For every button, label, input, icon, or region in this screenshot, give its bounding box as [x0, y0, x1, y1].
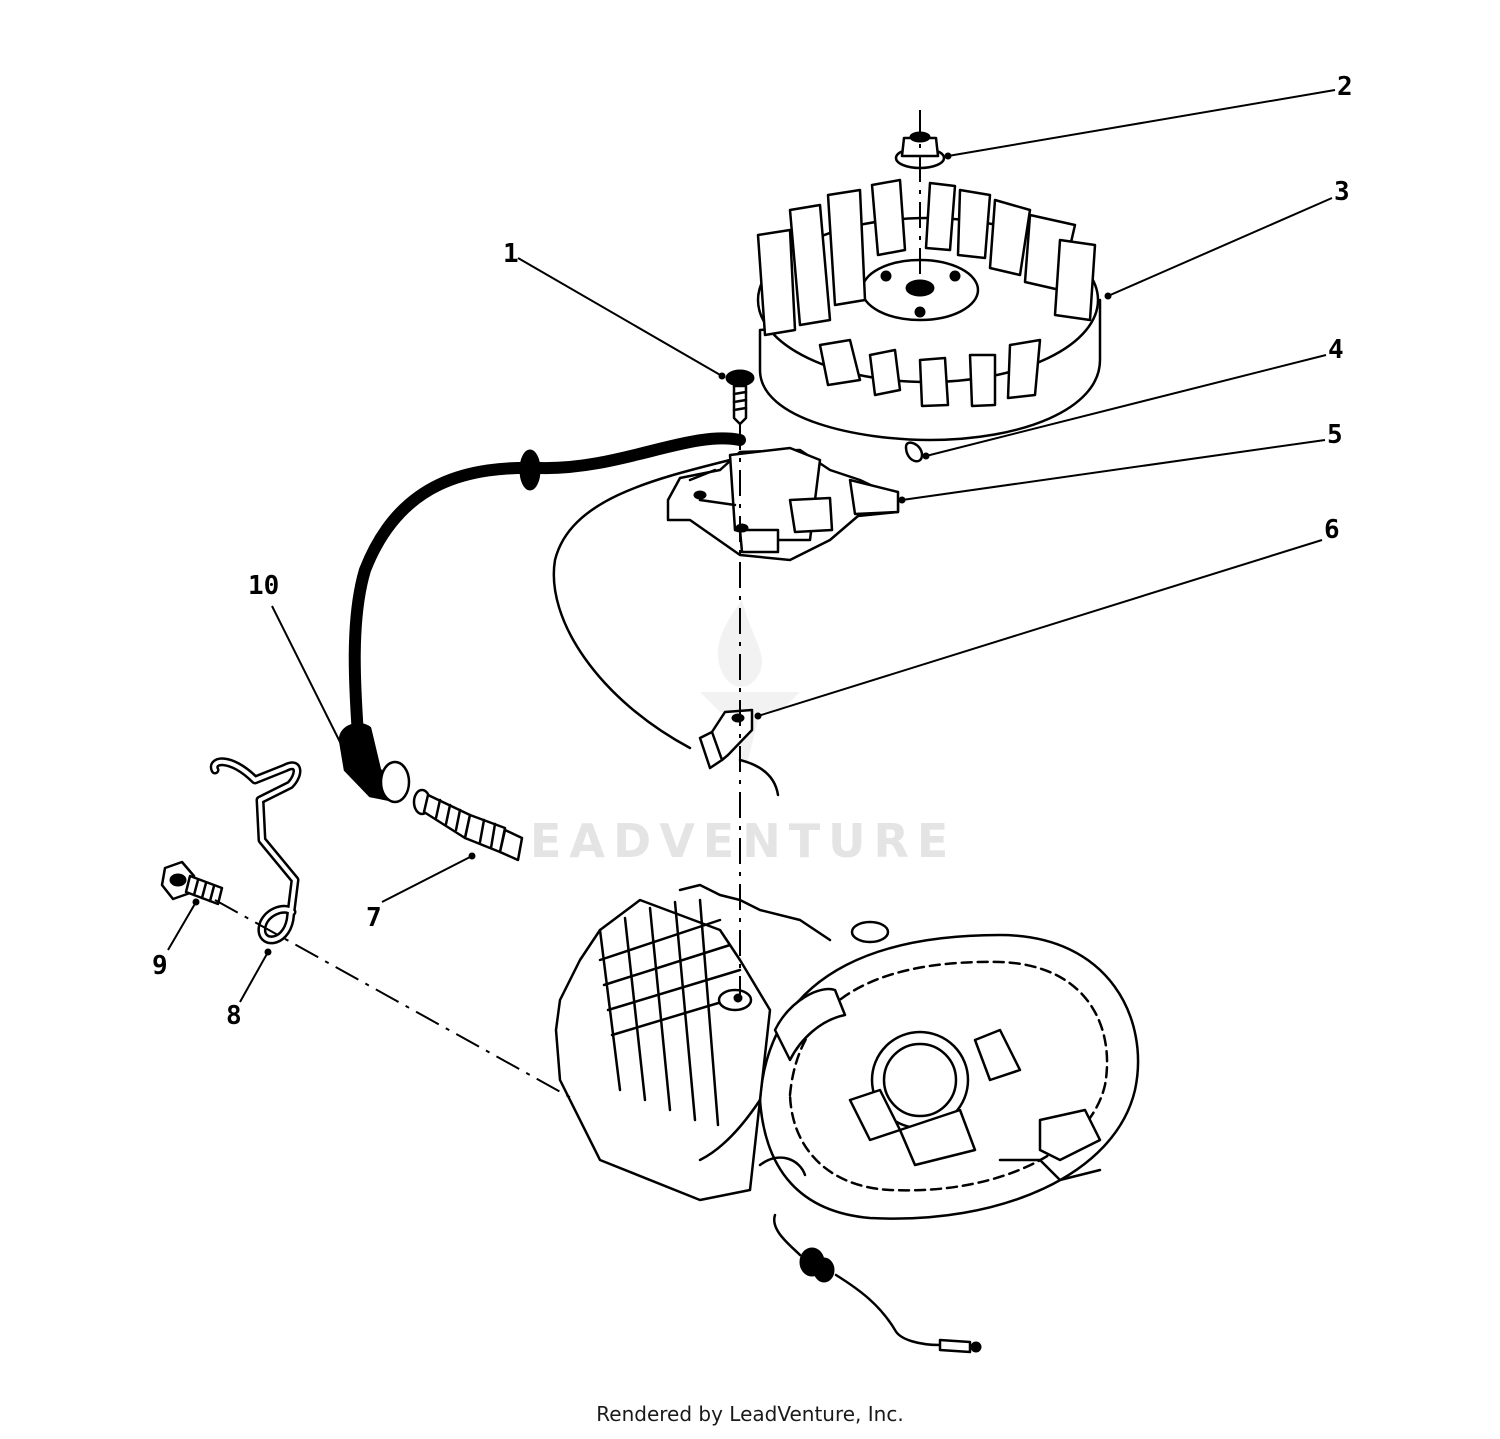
wire-clip — [698, 708, 754, 770]
callout-5: 5 — [1327, 420, 1343, 450]
callout-2: 2 — [1337, 72, 1353, 102]
callout-8: 8 — [226, 1001, 242, 1031]
callout-10: 10 — [248, 571, 279, 601]
callout-4: 4 — [1328, 335, 1344, 365]
spark-plug — [412, 788, 524, 862]
callout-7: 7 — [366, 903, 382, 933]
callout-leaders — [167, 89, 1336, 1003]
footer-credit: Rendered by LeadVenture, Inc. — [596, 1402, 904, 1426]
coil-screw — [725, 369, 755, 426]
callout-9: 9 — [152, 951, 168, 981]
callout-3: 3 — [1334, 177, 1350, 207]
callout-1: 1 — [503, 239, 519, 269]
stop-wire-bracket — [209, 757, 302, 945]
spark-plug-lead — [338, 432, 746, 804]
assembly-centerlines — [214, 110, 921, 1101]
flywheel-key — [904, 441, 924, 463]
hex-bolt — [160, 860, 224, 906]
callout-numbers: 1 2 3 4 5 6 7 8 9 10 — [152, 72, 1353, 1031]
watermark-text: EADVENTURE — [530, 814, 956, 868]
ignition-module — [666, 446, 900, 562]
engine-block — [554, 883, 1140, 1220]
flywheel — [756, 178, 1102, 442]
kill-wire-grommet — [772, 1213, 982, 1354]
callout-6: 6 — [1324, 515, 1340, 545]
ground-wire — [552, 458, 780, 797]
